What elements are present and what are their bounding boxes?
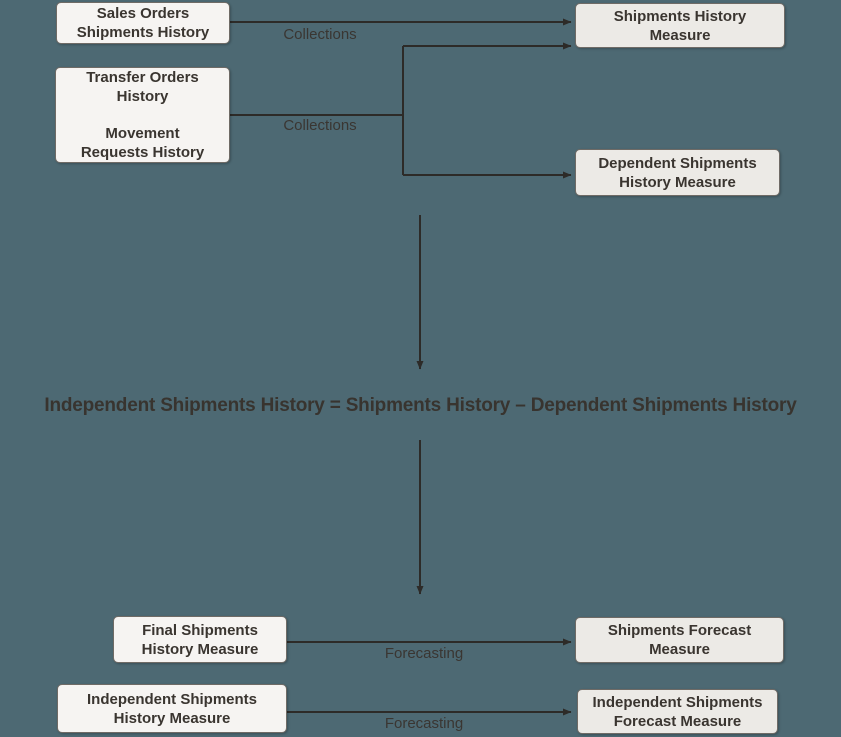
box-label-line: Shipments Forecast	[607, 622, 752, 639]
collections-edge-label-bottom: Collections	[283, 117, 357, 134]
box-label-line: Transfer Orders	[86, 69, 199, 86]
collections-edge-label-top: Collections	[283, 26, 357, 43]
independent-shipments-forecast-measure-box: Independent Shipments Forecast Measure	[577, 689, 778, 734]
box-label-line: Shipments History	[613, 7, 747, 25]
independent-shipments-formula: Independent Shipments History = Shipment…	[44, 395, 797, 416]
shipments-history-measure-box: Shipments History Measure	[575, 3, 785, 48]
box-label-line: Forecast Measure	[613, 712, 742, 730]
box-label-line: Movement	[105, 125, 180, 142]
box-label-line: History Measure	[141, 640, 259, 658]
forecasting-edge-label-top: Forecasting	[384, 645, 464, 662]
shipments-forecast-measure-box: Shipments Forecast Measure	[575, 617, 784, 663]
box-label-line: Final Shipments	[142, 621, 258, 639]
box-label-line: History Measure	[113, 709, 231, 727]
box-label-line: History Measure	[619, 173, 736, 191]
box-label-line: Independent Shipments	[592, 693, 763, 711]
forecasting-edge-label-bottom: Forecasting	[384, 715, 464, 732]
box-label-line: Shipments History	[76, 24, 210, 41]
box-label-line: Measure	[649, 26, 711, 44]
box-label-line: Measure	[649, 641, 710, 658]
independent-shipments-history-measure-box: Independent Shipments History Measure	[57, 684, 287, 733]
box-label-line: Independent Shipments	[86, 690, 257, 708]
box-label-line: Sales Orders	[96, 5, 190, 22]
dependent-shipments-history-measure-box: Dependent Shipments History Measure	[575, 149, 780, 196]
box-label-line: Dependent Shipments	[598, 154, 757, 172]
sales-orders-shipments-history-box: Sales Orders Shipments History	[56, 2, 230, 44]
transfer-orders-movement-requests-history-box: Transfer Orders History Movement Request…	[55, 67, 230, 163]
box-label-line: Requests History	[80, 144, 205, 161]
final-shipments-history-measure-box: Final Shipments History Measure	[113, 616, 287, 663]
box-label-line: History	[116, 88, 169, 105]
